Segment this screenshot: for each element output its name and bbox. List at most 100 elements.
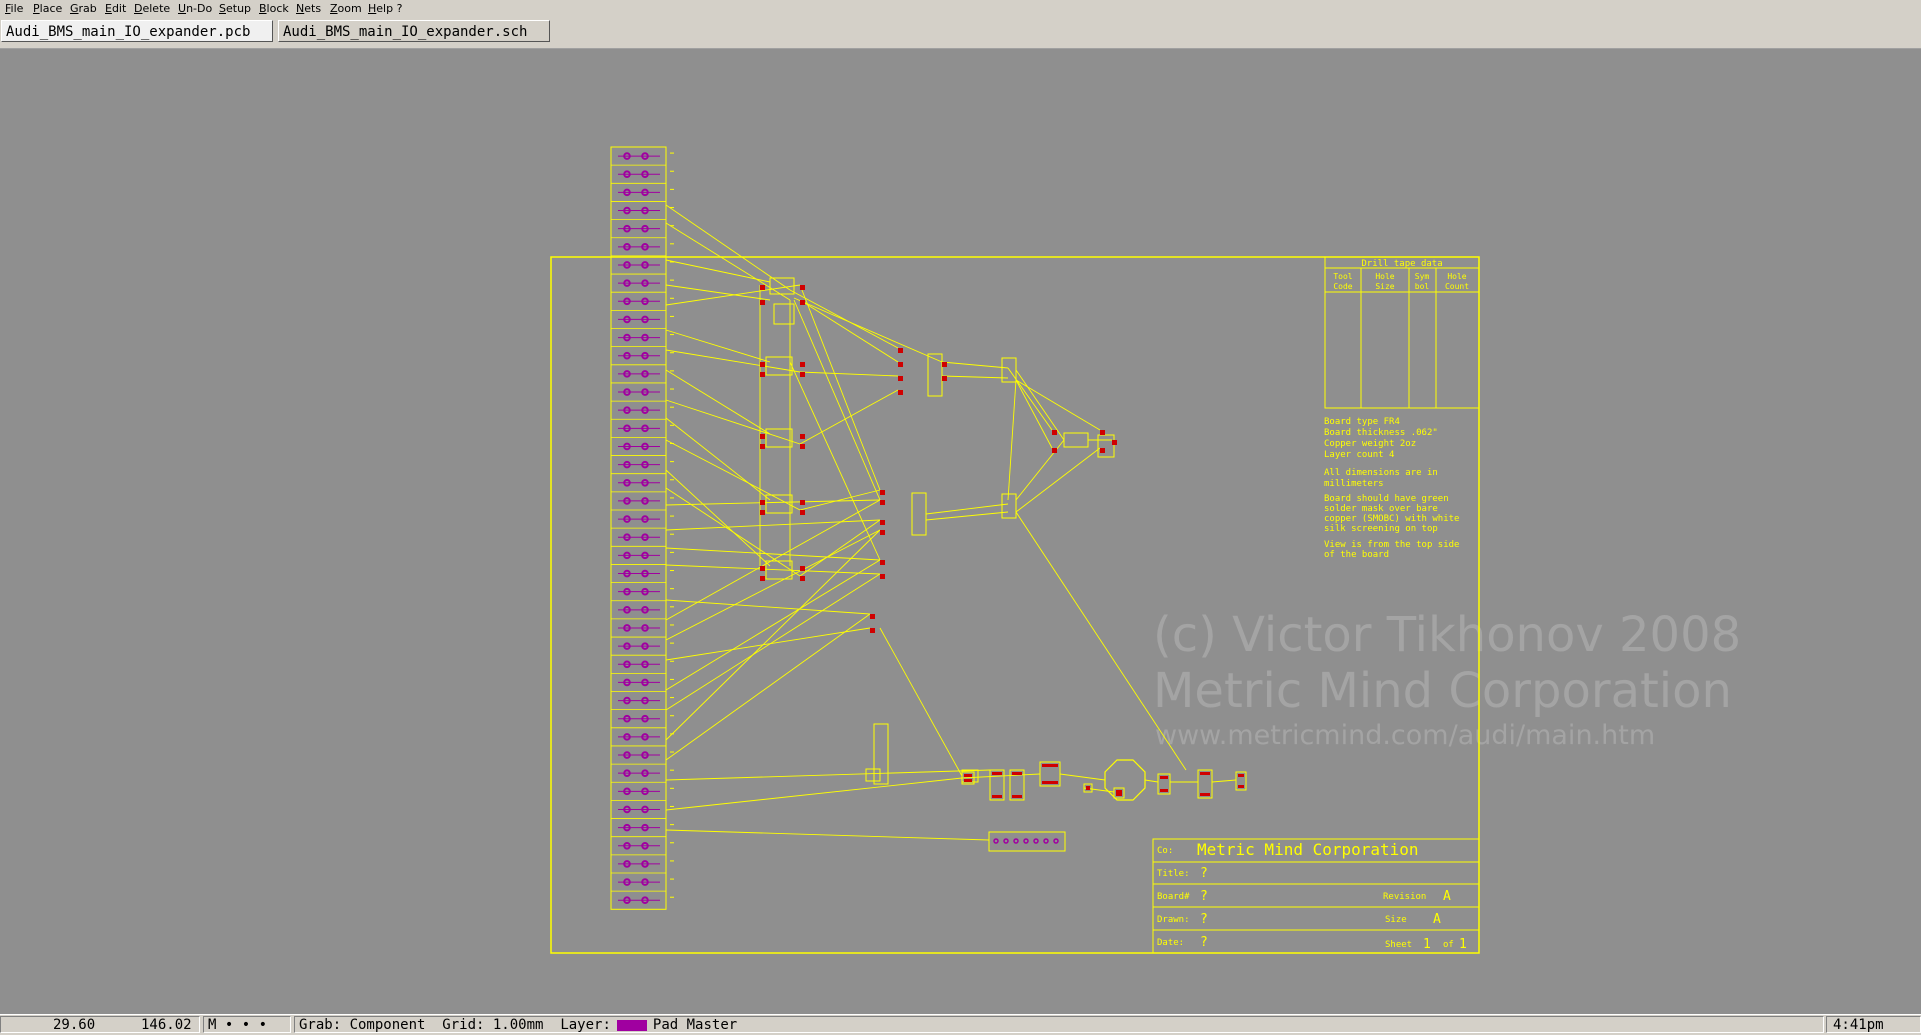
component-body[interactable] — [1001, 357, 1017, 383]
component-body[interactable] — [1104, 759, 1146, 801]
component-smd-pad[interactable] — [1238, 774, 1244, 777]
component-smd-pad[interactable] — [1116, 790, 1122, 793]
tab-pcb[interactable]: Audi_BMS_main_IO_expander.pcb — [1, 20, 273, 42]
component-smd-pad[interactable] — [880, 500, 885, 505]
component-smd-pad[interactable] — [1012, 795, 1022, 798]
component-smd-pad[interactable] — [1116, 793, 1122, 796]
layer-name[interactable]: Pad Master — [652, 1017, 738, 1033]
component-body[interactable] — [765, 560, 793, 580]
component-pad[interactable] — [1043, 838, 1049, 844]
component-smd-pad[interactable] — [898, 376, 903, 381]
component-smd-pad[interactable] — [880, 520, 885, 525]
component-smd-pad[interactable] — [880, 560, 885, 565]
tab-sch[interactable]: Audi_BMS_main_IO_expander.sch — [278, 20, 550, 42]
menu-delete[interactable]: Delete — [134, 2, 171, 15]
menu-block[interactable]: Block — [259, 2, 289, 15]
component-smd-pad[interactable] — [800, 444, 805, 449]
component-body[interactable] — [1113, 787, 1125, 799]
component-smd-pad[interactable] — [1052, 448, 1057, 453]
layer-color-swatch[interactable] — [616, 1019, 647, 1031]
component-smd-pad[interactable] — [800, 362, 805, 367]
component-pad[interactable] — [1003, 838, 1009, 844]
menu-edit[interactable]: Edit — [105, 2, 127, 15]
component-smd-pad[interactable] — [1042, 764, 1058, 767]
component-smd-pad[interactable] — [800, 566, 805, 571]
component-body[interactable] — [988, 831, 1066, 852]
component-smd-pad[interactable] — [942, 376, 947, 381]
components[interactable] — [760, 277, 1247, 852]
component-smd-pad[interactable] — [800, 576, 805, 581]
component-body[interactable] — [1083, 783, 1093, 793]
component-body[interactable] — [1001, 493, 1017, 519]
component-smd-pad[interactable] — [760, 566, 765, 571]
component-smd-pad[interactable] — [1100, 448, 1105, 453]
component-smd-pad[interactable] — [760, 300, 765, 305]
component-smd-pad[interactable] — [1086, 787, 1090, 790]
component-body[interactable] — [865, 768, 881, 782]
menu-un-do[interactable]: Un-Do — [178, 2, 213, 15]
menu-grab[interactable]: Grab — [70, 2, 97, 15]
component-smd-pad[interactable] — [1200, 772, 1210, 775]
component-smd-pad[interactable] — [1200, 793, 1210, 796]
component-smd-pad[interactable] — [760, 500, 765, 505]
component-smd-pad[interactable] — [1112, 440, 1117, 445]
component-smd-pad[interactable] — [760, 576, 765, 581]
component-smd-pad[interactable] — [760, 372, 765, 377]
component-smd-pad[interactable] — [760, 434, 765, 439]
component-smd-pad[interactable] — [1012, 772, 1022, 775]
component-pad[interactable] — [1023, 838, 1029, 844]
component-body[interactable] — [911, 492, 927, 536]
menu-zoom[interactable]: Zoom — [330, 2, 362, 15]
component-smd-pad[interactable] — [1042, 781, 1058, 784]
component-body[interactable] — [1009, 769, 1025, 801]
component-smd-pad[interactable] — [1160, 789, 1168, 792]
component-smd-pad[interactable] — [1100, 430, 1105, 435]
component-body[interactable] — [873, 723, 889, 785]
component-body[interactable] — [1097, 434, 1115, 458]
component-pad[interactable] — [1033, 838, 1039, 844]
component-smd-pad[interactable] — [880, 530, 885, 535]
pcb-canvas[interactable]: (c) Victor Tikhonov 2008 Metric Mind Cor… — [0, 49, 1921, 1014]
component-smd-pad[interactable] — [760, 362, 765, 367]
menu-help[interactable]: Help ? — [368, 2, 403, 15]
component-smd-pad[interactable] — [800, 372, 805, 377]
component-smd-pad[interactable] — [800, 285, 805, 290]
component-body[interactable] — [1235, 771, 1247, 791]
component-pad[interactable] — [993, 838, 999, 844]
component-smd-pad[interactable] — [800, 500, 805, 505]
component-smd-pad[interactable] — [992, 795, 1002, 798]
component-smd-pad[interactable] — [870, 614, 875, 619]
component-smd-pad[interactable] — [992, 772, 1002, 775]
component-pad[interactable] — [1053, 838, 1059, 844]
component-smd-pad[interactable] — [898, 348, 903, 353]
component-body[interactable] — [1063, 432, 1089, 448]
component-smd-pad[interactable] — [800, 434, 805, 439]
component-body[interactable] — [927, 353, 943, 397]
component-smd-pad[interactable] — [760, 510, 765, 515]
component-smd-pad[interactable] — [1238, 785, 1244, 788]
component-smd-pad[interactable] — [760, 444, 765, 449]
component-smd-pad[interactable] — [800, 510, 805, 515]
component-body[interactable] — [1197, 769, 1213, 799]
menu-place[interactable]: Place — [33, 2, 63, 15]
component-smd-pad[interactable] — [942, 362, 947, 367]
grid-status[interactable]: Grid: 1.00mm — [442, 1017, 544, 1033]
component-smd-pad[interactable] — [880, 490, 885, 495]
component-body[interactable] — [765, 356, 793, 376]
component-smd-pad[interactable] — [898, 362, 903, 367]
component-body[interactable] — [989, 769, 1005, 801]
menu-setup[interactable]: Setup — [219, 2, 252, 15]
component-body[interactable] — [1157, 773, 1171, 795]
component-smd-pad[interactable] — [964, 774, 972, 777]
component-smd-pad[interactable] — [1052, 430, 1057, 435]
component-body[interactable] — [961, 771, 975, 785]
component-smd-pad[interactable] — [1160, 776, 1168, 779]
component-smd-pad[interactable] — [760, 285, 765, 290]
component-smd-pad[interactable] — [964, 779, 972, 782]
component-body[interactable] — [773, 303, 795, 325]
component-smd-pad[interactable] — [898, 390, 903, 395]
component-body[interactable] — [765, 428, 793, 448]
component-pad[interactable] — [1013, 838, 1019, 844]
component-smd-pad[interactable] — [880, 574, 885, 579]
component-body[interactable] — [769, 277, 795, 295]
